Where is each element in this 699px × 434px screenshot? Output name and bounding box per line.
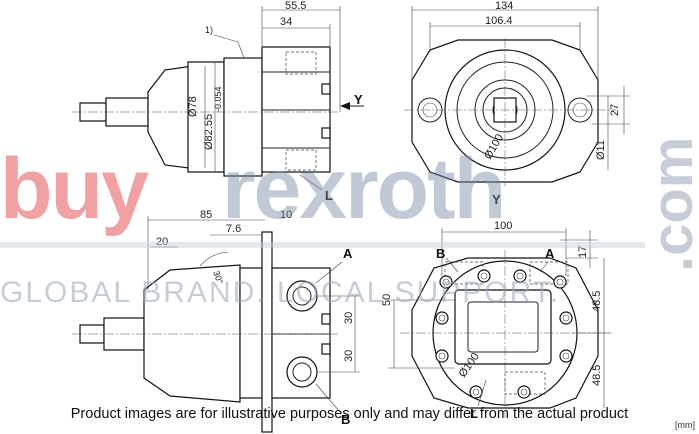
dim-17: 17 [577,246,589,258]
dim-106-4: 106.4 [485,15,513,27]
label-port-b-front: B [436,246,445,261]
dim-27: 27 [609,104,621,116]
dim-dia-78: Ø78 [187,96,199,117]
label-port-l: L [325,188,333,203]
dim-85: 85 [200,209,212,221]
dim-tolerance: -0.054 [213,86,223,112]
dim-10: 10 [280,209,292,221]
dim-30-lower: 30 [343,350,355,362]
dim-7-6: 7.6 [226,223,241,235]
bottom-front-view: 100 17 50 48.5 48.5 Ø100 B A L [381,220,612,421]
bottom-side-view: 85 10 7.6 20 30° 30 30 A B [72,209,360,433]
dim-angle-30: 30° [211,269,225,286]
label-view-y: Y [492,192,501,207]
dim-55-5: 55.5 [285,0,306,12]
top-side-view: 55.5 34 1) Ø78 Ø82.55 -0.054 Y L [72,0,364,203]
top-front-view: 134 106.4 27 Ø11 Ø100 Y [404,0,630,207]
watermark-brand-grey: rexroth [222,141,504,237]
label-port-a-front: A [545,246,555,261]
watermark-tagline: GLOBAL BRAND. LOCAL SUPPORT. [0,276,560,309]
dim-134: 134 [495,0,513,12]
watermark-domain: .com [640,137,699,272]
watermark-brand-red: buy [0,141,149,237]
dim-100-width: 100 [494,220,512,232]
dim-30-upper: 30 [343,312,355,324]
disclaimer-caption: Product images are for illustrative purp… [70,406,629,422]
dim-dia-82-55: Ø82.55 [203,114,215,150]
note-1: 1) [205,25,213,35]
dim-48-5-lower: 48.5 [591,365,603,386]
dim-34: 34 [280,16,292,28]
label-view-arrow-y: Y [354,92,363,107]
watermark: buy rexroth GLOBAL BRAND. LOCAL SUPPORT.… [0,137,699,309]
unit-label: [mm] [675,420,695,430]
dim-48-5-upper: 48.5 [591,291,603,312]
dim-hole-11: Ø11 [595,140,607,160]
dim-50: 50 [381,294,393,306]
label-port-l-front: L [470,406,478,421]
label-port-b-side: B [341,412,350,427]
label-port-a-side: A [343,246,353,261]
